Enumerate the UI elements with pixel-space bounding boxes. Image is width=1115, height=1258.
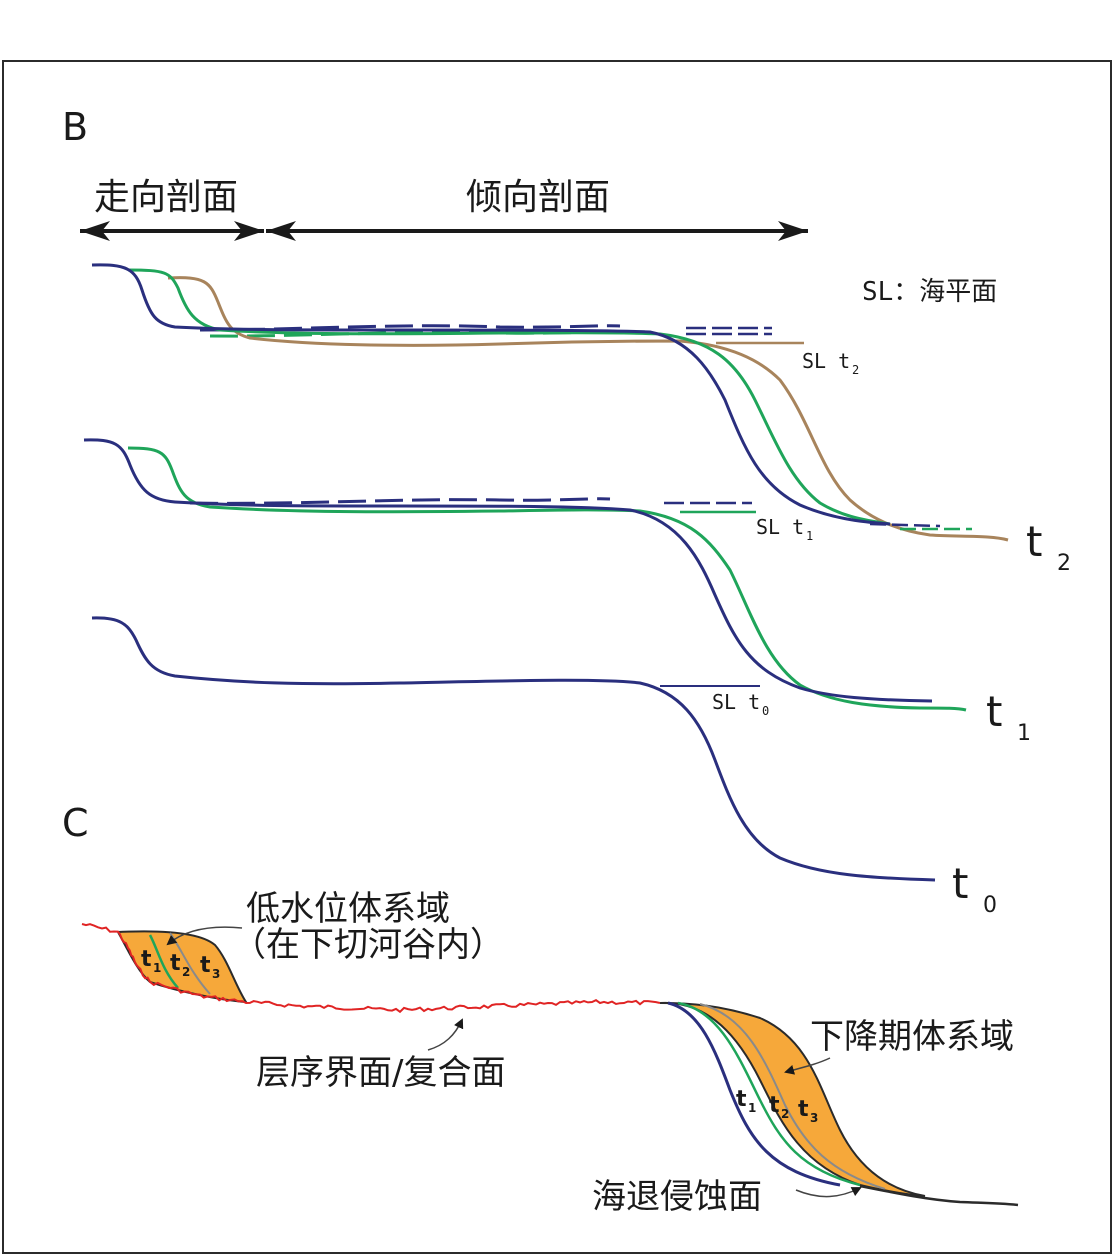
offshore-profile [859,1184,1019,1207]
sea-level-legend: SL：海平面 [862,277,997,307]
sl-t2-sub: 2 [852,363,859,377]
svg-text:2: 2 [182,965,190,979]
falling-stage-wedge [659,1001,926,1197]
svg-text:3: 3 [212,967,220,981]
regressive-surface-label: 海退侵蚀面 [592,1177,762,1217]
profile-t2-label: t [1026,517,1042,566]
svg-text:1: 1 [748,1101,756,1115]
lowstand-label-line2: （在下切河谷内） [232,925,504,965]
sl-t2-label: SL t [802,349,850,373]
regressive-surface-pointer [795,1187,862,1198]
falling-stage-label: 下降期体系域 [810,1017,1014,1057]
lowstand-t-labels: t 1 t 2 t 3 [141,947,220,981]
falling-stage-pointer [784,1057,831,1075]
profile-t1-group: SL t 1 t 1 [83,438,1031,746]
t1-profile-blue [83,438,933,703]
svg-text:2: 2 [781,1107,789,1121]
svg-text:t: t [141,947,152,972]
profile-t0-group: SL t 0 t 0 [91,616,997,918]
svg-text:t: t [798,1097,809,1122]
svg-text:3: 3 [810,1111,818,1125]
sequence-boundary-line [81,923,661,1014]
lowstand-pointer [166,926,243,946]
t2-profile-brown [167,276,1009,542]
profile-t2-sub: 2 [1057,551,1071,576]
figure-frame [2,60,1112,1254]
lowstand-label-line1: 低水位体系域 [246,889,450,929]
profile-t0-sub: 0 [983,893,997,918]
sl-t0-label: SL t [712,690,760,714]
sl-t1-sub: 1 [806,529,813,543]
sl-t0-sub: 0 [762,704,769,718]
svg-text:t: t [736,1087,747,1112]
t2-profile-blue [91,263,891,526]
svg-text:t: t [200,953,211,978]
svg-text:t: t [769,1093,780,1118]
t2-profile-green [127,268,891,526]
profile-t1-label: t [986,687,1002,736]
sl-t1-label: SL t [756,515,804,539]
profile-t0-label: t [952,859,968,908]
dip-section-label: 倾向剖面 [466,177,610,218]
profile-t1-sub: 1 [1017,721,1031,746]
sequence-boundary-pointer [427,1018,464,1051]
t1-dashed-sealevel-blue [189,497,611,505]
profile-t2-group: SL t 2 t 2 [91,263,1071,576]
svg-text:t: t [170,951,181,976]
t2-dash-bottom-blue [869,522,941,528]
falling-stage-t-labels: t 1 t 2 t 3 [736,1087,818,1125]
svg-text:1: 1 [153,961,161,975]
sequence-boundary-label: 层序界面/复合面 [256,1053,505,1093]
strike-section-label: 走向剖面 [94,177,238,218]
panel-c-label: C [62,801,89,845]
panel-b-label: B [62,105,88,149]
t0-profile-blue [91,616,936,882]
